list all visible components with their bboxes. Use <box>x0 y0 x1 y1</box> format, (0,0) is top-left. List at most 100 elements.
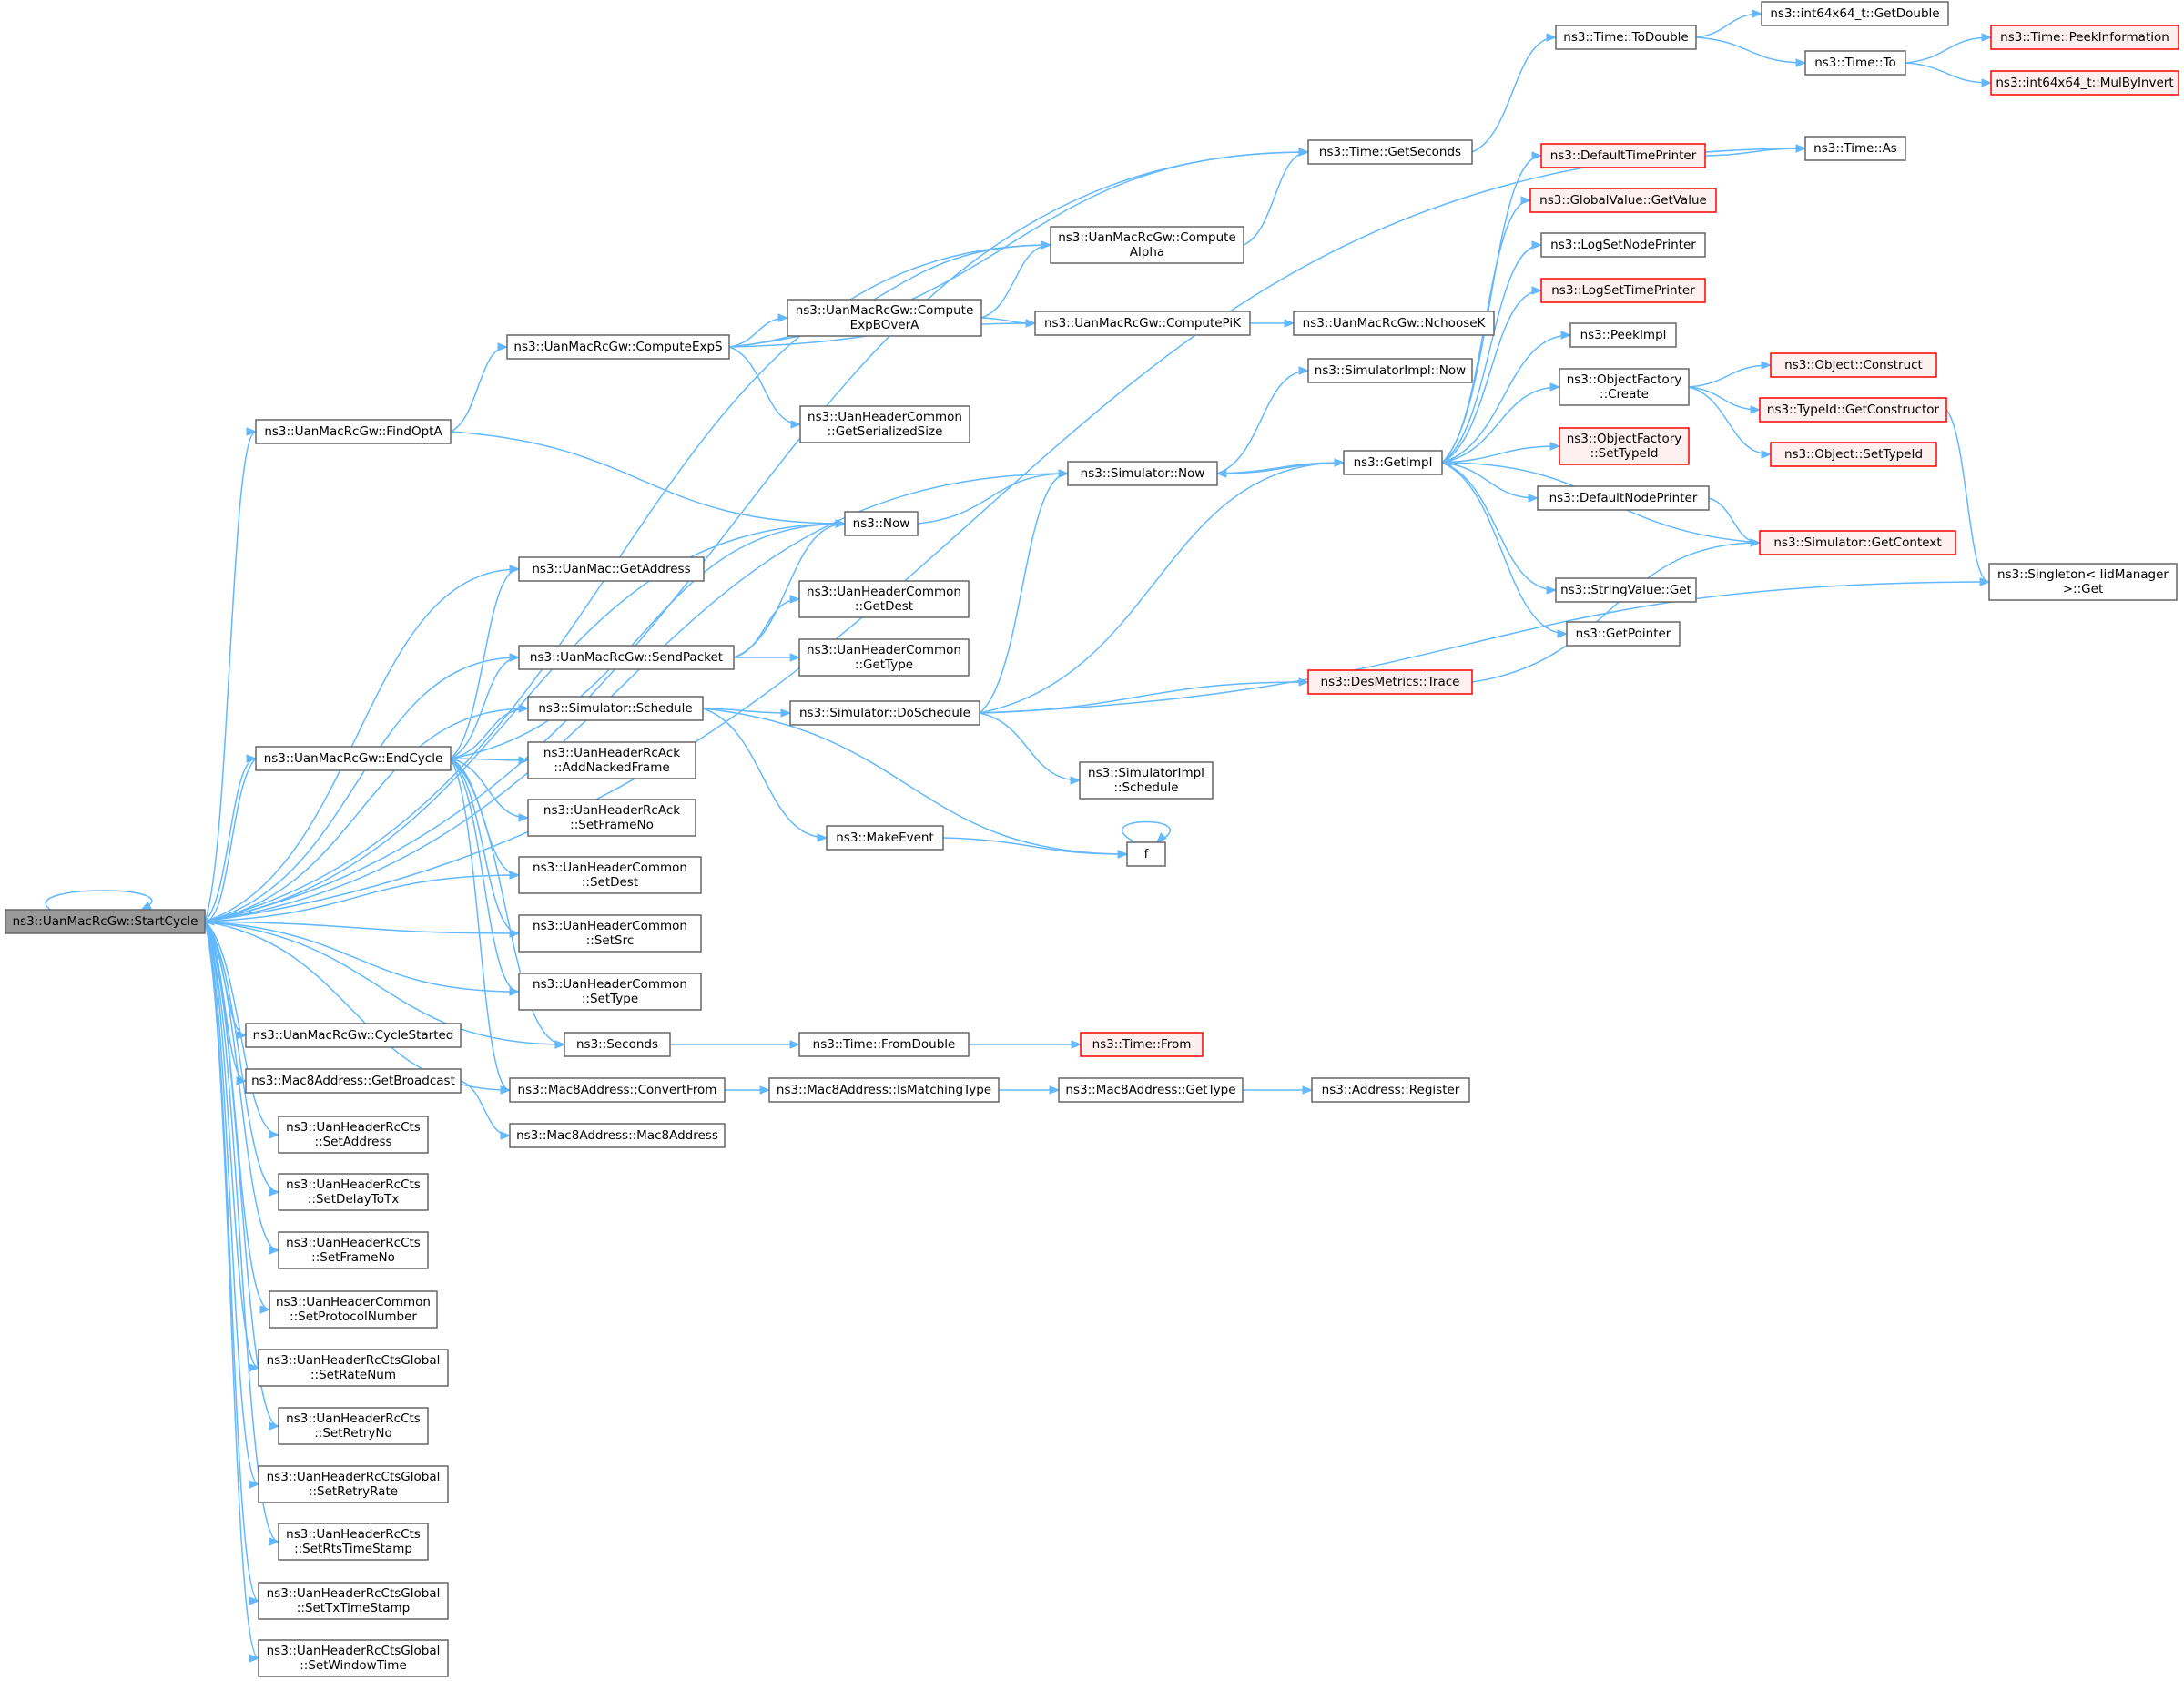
node-cts-setretryno[interactable]: ns3::UanHeaderRcCts::SetRetryNo <box>278 1407 429 1445</box>
node-label: ns3::StringValue::Get <box>1560 583 1691 597</box>
node-time-to[interactable]: ns3::Time::To <box>1804 50 1906 76</box>
node-box <box>255 746 452 771</box>
edge-arrowhead <box>789 1040 801 1049</box>
edge-arrowhead <box>1546 586 1558 595</box>
node-common-setsrc[interactable]: ns3::UanHeaderCommon::SetSrc <box>518 914 702 953</box>
node-object-construct[interactable]: ns3::Object::Construct <box>1770 352 1937 378</box>
node-label: ns3::SimulatorImpl::Now <box>1315 363 1466 378</box>
node-box <box>844 511 919 536</box>
node-computepik[interactable]: ns3::UanMacRcGw::ComputePiK <box>1034 311 1251 336</box>
node-label: f <box>1144 847 1150 861</box>
node-startcycle[interactable]: ns3::UanMacRcGw::StartCycle <box>5 909 206 934</box>
node-convertfrom[interactable]: ns3::Mac8Address::ConvertFrom <box>509 1077 726 1103</box>
edge-startcycle-to-cts-setframeno <box>204 921 279 1251</box>
node-defaulttimeprinter[interactable]: ns3::DefaultTimePrinter <box>1540 143 1706 168</box>
node-getseconds[interactable]: ns3::Time::GetSeconds <box>1307 139 1473 165</box>
node-common-getdest[interactable]: ns3::UanHeaderCommon::GetDest <box>798 580 970 618</box>
node-label: ns3::SimulatorImpl <box>1088 766 1204 780</box>
node-getdouble[interactable]: ns3::int64x64_t::GetDouble <box>1761 1 1949 26</box>
node-address-register[interactable]: ns3::Address::Register <box>1311 1077 1470 1103</box>
edge-arrowhead <box>249 1480 260 1489</box>
node-todouble[interactable]: ns3::Time::ToDouble <box>1555 25 1697 50</box>
node-mac8-gettype[interactable]: ns3::Mac8Address::GetType <box>1058 1077 1244 1103</box>
node-logsetnodeprinter[interactable]: ns3::LogSetNodePrinter <box>1540 232 1706 258</box>
node-label: ns3::ObjectFactory <box>1567 372 1682 387</box>
node-setrtstimestamp[interactable]: ns3::UanHeaderRcCts::SetRtsTimeStamp <box>278 1523 429 1561</box>
node-defaultnodeprinter[interactable]: ns3::DefaultNodePrinter <box>1537 485 1710 511</box>
node-label: ns3::UanMacRcGw::StartCycle <box>13 914 198 929</box>
node-ns3-now[interactable]: ns3::Now <box>844 511 919 536</box>
edge-arrowhead <box>789 653 801 662</box>
node-doschedule[interactable]: ns3::Simulator::DoSchedule <box>789 700 980 726</box>
node-uanmac-getaddress[interactable]: ns3::UanMac::GetAddress <box>518 556 705 582</box>
node-seconds[interactable]: ns3::Seconds <box>564 1032 671 1057</box>
edge-startcycle-to-convertfrom <box>204 921 511 1091</box>
node-getpointer[interactable]: ns3::GetPointer <box>1566 621 1681 647</box>
node-cyclestarted[interactable]: ns3::UanMacRcGw::CycleStarted <box>245 1023 462 1048</box>
node-label: ns3::GlobalValue::GetValue <box>1539 193 1707 208</box>
node-cts-setaddress[interactable]: ns3::UanHeaderRcCts::SetAddress <box>278 1116 429 1154</box>
node-stringvalue-get[interactable]: ns3::StringValue::Get <box>1555 577 1697 603</box>
node-box <box>1540 232 1706 258</box>
node-simulatorimpl-schedule[interactable]: ns3::SimulatorImpl::Schedule <box>1079 761 1214 800</box>
node-fromdouble[interactable]: ns3::Time::FromDouble <box>798 1032 970 1057</box>
node-mac8address[interactable]: ns3::Mac8Address::Mac8Address <box>509 1123 726 1148</box>
node-logsettimeprinter[interactable]: ns3::LogSetTimePrinter <box>1540 278 1706 303</box>
edge-defaulttimeprinter-to-time-as <box>1704 148 1806 157</box>
node-globalvalue-getvalue[interactable]: ns3::GlobalValue::GetValue <box>1529 188 1717 213</box>
node-time-as[interactable]: ns3::Time::As <box>1804 136 1906 161</box>
edge-arrowhead <box>1549 442 1561 451</box>
node-setprotocolnumber[interactable]: ns3::UanHeaderCommon::SetProtocolNumber <box>269 1290 438 1329</box>
node-box <box>799 405 970 443</box>
node-mulbyinvert[interactable]: ns3::int64x64_t::MulByInvert <box>1990 70 2179 96</box>
edge-simulator-now-to-simulatorimpl-now <box>1216 370 1309 474</box>
node-time-from[interactable]: ns3::Time::From <box>1080 1032 1204 1057</box>
node-addnackedframe[interactable]: ns3::UanHeaderRcAck::AddNackedFrame <box>527 741 696 779</box>
node-trace[interactable]: ns3::DesMetrics::Trace <box>1307 669 1473 695</box>
node-makeevent[interactable]: ns3::MakeEvent <box>826 825 944 851</box>
node-getconstructor[interactable]: ns3::TypeId::GetConstructor <box>1759 397 1947 423</box>
node-box <box>1540 278 1706 303</box>
node-settxtimestamp[interactable]: ns3::UanHeaderRcCtsGlobal::SetTxTimeStam… <box>258 1582 449 1620</box>
node-objectfactory-settypeid[interactable]: ns3::ObjectFactory::SetTypeId <box>1559 427 1690 465</box>
node-common-setdest[interactable]: ns3::UanHeaderCommon::SetDest <box>518 856 702 894</box>
node-computeexps[interactable]: ns3::UanMacRcGw::ComputeExpS <box>506 334 730 360</box>
node-getserializedsize[interactable]: ns3::UanHeaderCommon::GetSerializedSize <box>799 405 970 443</box>
edge-arrowhead <box>509 987 521 996</box>
node-ack-setframeno[interactable]: ns3::UanHeaderRcAck::SetFrameNo <box>527 799 696 837</box>
node-objectfactory-create[interactable]: ns3::ObjectFactory::Create <box>1559 368 1690 406</box>
node-ismatchingtype[interactable]: ns3::Mac8Address::IsMatchingType <box>768 1077 1000 1103</box>
node-simulatorimpl-now[interactable]: ns3::SimulatorImpl::Now <box>1307 358 1473 383</box>
node-object-settypeid[interactable]: ns3::Object::SetTypeId <box>1770 442 1937 467</box>
node-common-gettype[interactable]: ns3::UanHeaderCommon::GetType <box>798 638 970 677</box>
node-peekinformation[interactable]: ns3::Time::PeekInformation <box>1990 25 2179 50</box>
node-schedule[interactable]: ns3::Simulator::Schedule <box>527 696 704 721</box>
edge-objectfactory-create-to-object-settypeid <box>1688 386 1772 455</box>
node-setretryrate[interactable]: ns3::UanHeaderRcCtsGlobal::SetRetryRate <box>258 1465 449 1503</box>
node-simulator-now[interactable]: ns3::Simulator::Now <box>1067 461 1218 486</box>
node-getcontext[interactable]: ns3::Simulator::GetContext <box>1759 530 1956 555</box>
node-box <box>518 973 702 1011</box>
node-sendpacket[interactable]: ns3::UanMacRcGw::SendPacket <box>518 645 735 670</box>
node-setwindowtime[interactable]: ns3::UanHeaderRcCtsGlobal::SetWindowTime <box>258 1639 449 1677</box>
node-getimpl[interactable]: ns3::GetImpl <box>1343 450 1443 475</box>
node-findopta[interactable]: ns3::UanMacRcGw::FindOptA <box>255 419 452 444</box>
node-label: ::SetFrameNo <box>570 818 654 832</box>
node-setratenum[interactable]: ns3::UanHeaderRcCtsGlobal::SetRateNum <box>258 1349 449 1387</box>
node-cts-setframeno[interactable]: ns3::UanHeaderRcCts::SetFrameNo <box>278 1231 429 1269</box>
edge-arrowhead <box>1071 1040 1082 1049</box>
node-getbroadcast[interactable]: ns3::Mac8Address::GetBroadcast <box>245 1068 462 1094</box>
edge-endcycle-to-ack-setframeno <box>450 758 529 819</box>
node-nchoosek[interactable]: ns3::UanMacRcGw::NchooseK <box>1293 311 1495 336</box>
edge-arrowhead <box>269 1130 280 1139</box>
node-peekimpl[interactable]: ns3::PeekImpl <box>1569 322 1677 348</box>
node-f[interactable]: f <box>1126 841 1166 867</box>
node-cts-setdelaytotx[interactable]: ns3::UanHeaderRcCts::SetDelayToTx <box>278 1173 429 1211</box>
node-common-settype[interactable]: ns3::UanHeaderCommon::SetType <box>518 973 702 1011</box>
node-endcycle[interactable]: ns3::UanMacRcGw::EndCycle <box>255 746 452 771</box>
edge-startcycle-to-cts-setretryno <box>204 921 279 1427</box>
node-singleton-get[interactable]: ns3::Singleton< IidManager >::Get <box>1988 563 2178 601</box>
edge-arrowhead <box>1750 405 1762 414</box>
